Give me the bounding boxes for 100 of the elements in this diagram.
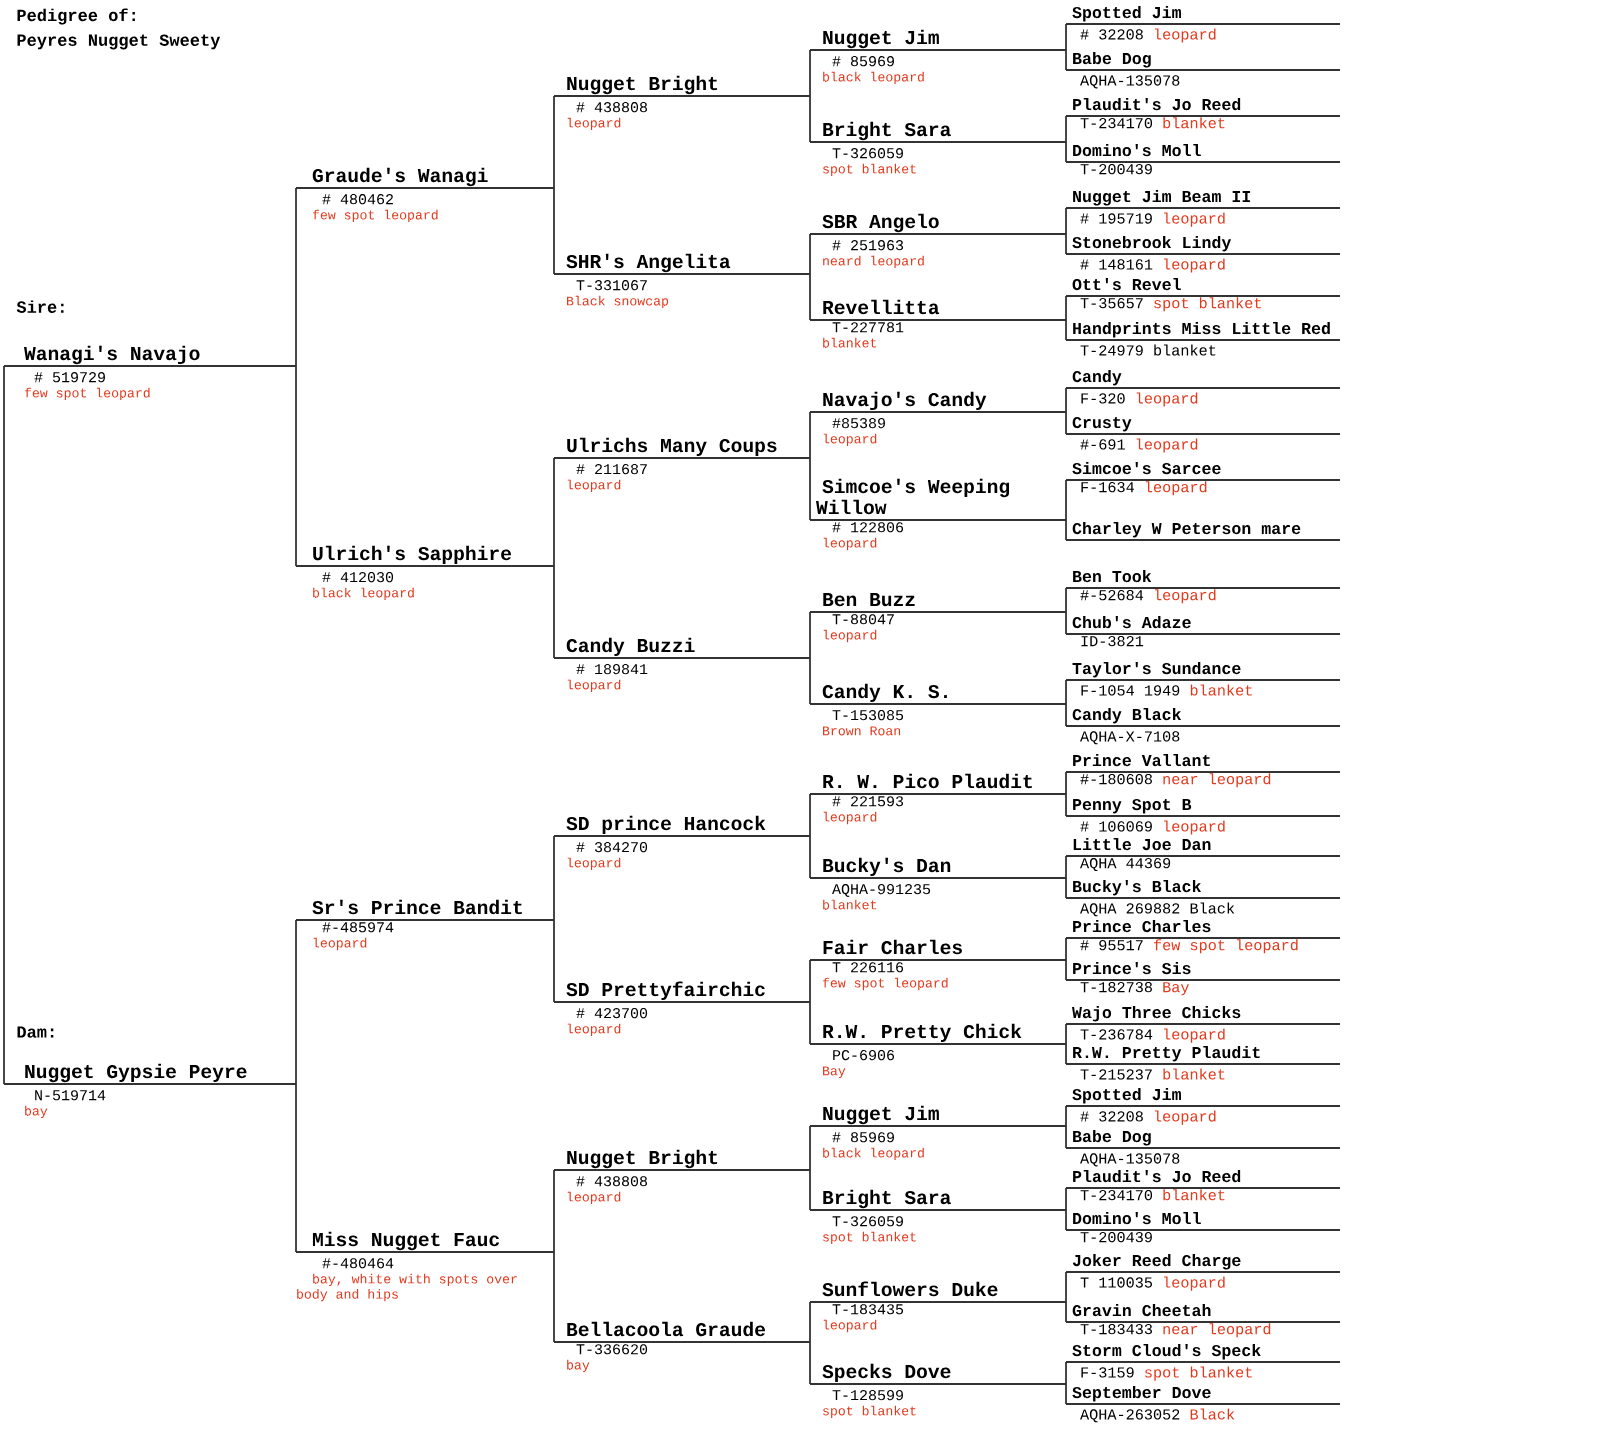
pedigree-line [553,457,555,567]
horse-name: Nugget Gypsie Peyre [25,1063,247,1083]
horse-entry [809,299,1067,348]
pedigree-line [809,959,811,1003]
pedigree-line [553,95,555,189]
horse-name: Crusty [1072,416,1132,432]
horse-name: Domino's Moll [1073,1211,1201,1225]
horse-name: Prince Charles [1073,920,1211,933]
pedigree-line [809,233,811,275]
horse-entry [1065,1304,1341,1338]
pedigree-line [809,95,811,143]
horse-name: SD prince Hancock [566,815,766,835]
horse-name: Candy Black [1072,708,1182,724]
pedigree-line [553,919,555,1003]
horse-entry [553,981,811,1036]
horse-entry [553,1321,811,1373]
horse-entry [1065,370,1341,407]
pedigree-line [1065,1383,1067,1405]
pedigree-line [809,1001,811,1045]
horse-entry [809,1363,1067,1418]
horse-entry [809,1023,1067,1078]
pedigree-line [809,835,811,879]
horse-name: Specks Dove [822,1363,951,1383]
pedigree-line [1065,1023,1067,1045]
heading-text: Peyres Nugget Sweety [17,34,221,50]
horse-name: Plaudit's Jo Reed [1073,97,1241,111]
horse-name: Nugget Bright [567,75,718,95]
pedigree-line [553,835,555,921]
pedigree-line [1065,141,1067,163]
horse-name: R.W. Pretty Plaudit [1073,1046,1260,1062]
pedigree-line [809,1301,811,1343]
horse-name: Spotted Jim [1072,1088,1181,1104]
horse-name: Plaudit's Jo Reed [1073,1169,1241,1183]
horse-name: Joker Reed Charge [1072,1254,1241,1270]
horse-name: Handprints Miss Little Red [1073,322,1330,338]
horse-entry [1065,1088,1341,1125]
horse-entry [1065,961,1341,996]
pedigree-line [1065,679,1067,705]
horse-name: Ulrichs Many Coups [567,437,777,457]
horse-name: Nugget Jim [823,29,939,49]
horse-name: Bucky's Black [1073,879,1201,896]
horse-entry [809,773,1067,825]
pedigree-line [553,187,555,275]
horse-entry [809,391,1067,446]
pedigree-line [1065,23,1067,51]
pedigree-line [1065,855,1067,879]
horse-name: Sunflowers Duke [822,1281,998,1297]
horse-name: Charley W Peterson mare [1072,522,1301,538]
horse-entry [1065,1169,1341,1201]
horse-entry [1065,52,1341,89]
horse-entry [809,1189,1067,1245]
horse-name: Simcoe's Weeping Willow [816,478,1010,515]
horse-entry [1065,236,1341,273]
horse-entry [1065,1046,1341,1080]
horse-entry [809,857,1067,910]
horse-entry [1065,1006,1341,1043]
pedigree-line [1065,1187,1067,1211]
horse-name: Taylor's Sundance [1072,661,1241,678]
horse-entry [1065,879,1341,917]
heading-text: Sire: [16,300,64,313]
horse-name: Navajo's Candy [823,391,987,411]
horse-entry [809,478,1067,551]
horse-name: Ben Buzz [823,593,915,607]
horse-name: Nugget Bright [567,1149,718,1169]
pedigree-line [1065,1301,1067,1323]
horse-entry [809,683,1067,736]
horse-name: R.W. Pretty Chick [823,1023,1022,1043]
pedigree-line [553,565,555,659]
horse-entry [809,29,1067,85]
horse-name: Gravin Cheetah [1072,1304,1211,1317]
horse-name: Sr's Prince Bandit [312,899,522,915]
pedigree-line [809,411,811,459]
horse-name: Babe Dog [1073,1130,1151,1146]
horse-name: Chub's Adaze [1072,615,1191,629]
horse-entry [1065,1386,1341,1423]
horse-entry [1065,1211,1341,1243]
horse-name: Candy Buzzi [566,637,695,657]
horse-name: Bellacoola Graude [567,1321,765,1337]
horse-entry [553,815,811,870]
horse-name: Prince Vallant [1073,754,1210,767]
horse-name: Bucky's Dan [823,857,951,877]
horse-name: Nugget Jim Beam II [1073,190,1250,206]
horse-entry [1065,1343,1341,1381]
pedigree-line [809,1169,811,1211]
horse-name: Prince's Sis [1073,961,1191,975]
horse-entry [809,1281,1067,1333]
pedigree-line [553,1169,555,1253]
horse-entry [1065,461,1341,496]
pedigree-line [1065,959,1067,981]
pedigree-line [1065,587,1067,613]
horse-entry [553,1149,811,1205]
pedigree-line [295,187,297,367]
pedigree-line [1065,1125,1067,1149]
horse-entry [809,213,1067,269]
horse-entry [295,899,555,951]
horse-entry [1065,322,1341,356]
pedigree-line [1065,1043,1067,1065]
horse-name: Wajo Three Chicks [1072,1006,1241,1022]
horse-name: Graude's Wanagi [312,167,488,187]
pedigree-line [809,611,811,659]
